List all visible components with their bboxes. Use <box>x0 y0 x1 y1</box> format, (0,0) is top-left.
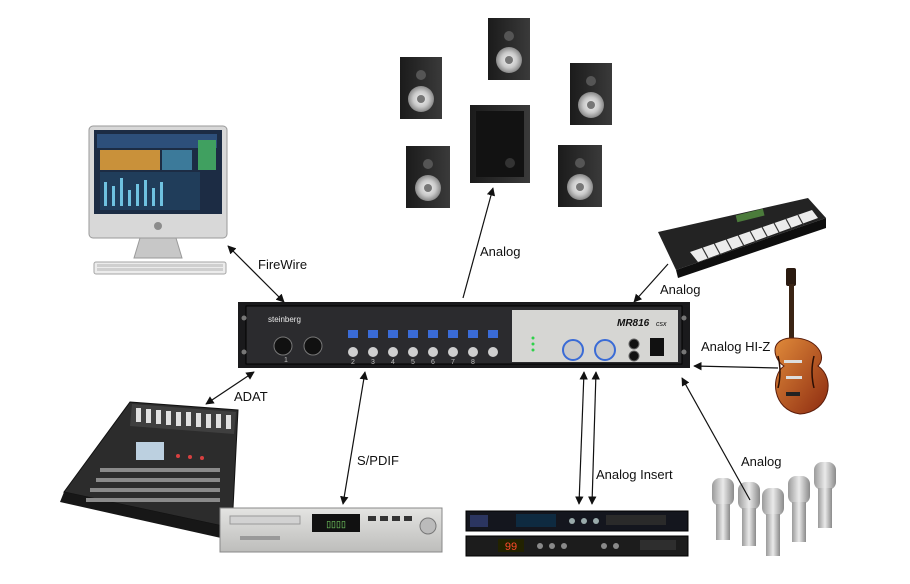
analog-insert-label: Analog Insert <box>596 467 673 482</box>
model-label: MR816 <box>617 318 650 329</box>
speaker-top-right <box>570 63 612 125</box>
mics-arrow <box>681 377 751 501</box>
firewire-arrow <box>227 245 285 303</box>
audio-interface-icon: steinberg 1 2 3 4 5 6 7 8 MR816 <box>238 302 690 368</box>
cd-display-text: ▯▯▯▯ <box>326 519 346 529</box>
analog-mics-label: Analog <box>741 454 782 469</box>
speaker-bottom-right <box>558 145 602 207</box>
cd-recorder-icon: ▯▯▯▯ <box>219 507 443 553</box>
speaker-bottom-left <box>406 146 450 208</box>
microphone <box>814 462 836 528</box>
computer-icon <box>88 125 228 275</box>
mixing-console-icon <box>60 401 239 540</box>
effects-units-icon: 99 <box>465 510 689 557</box>
speaker-top-center <box>488 18 530 80</box>
microphone <box>738 482 760 546</box>
channel-label: 2 <box>351 359 355 366</box>
guitar-arrow <box>693 361 779 371</box>
speaker-top-left <box>400 57 442 119</box>
microphone <box>788 476 810 542</box>
subwoofer <box>470 105 530 183</box>
microphones-icon <box>712 462 836 556</box>
keyboard-arrow <box>633 263 669 303</box>
brand-label: steinberg <box>268 315 301 324</box>
microphone <box>712 478 734 540</box>
channel-label: 7 <box>451 359 455 366</box>
spdif-arrow <box>340 371 368 505</box>
connection-arrows <box>205 187 779 505</box>
speakers-icon <box>400 18 612 208</box>
firewire-label: FireWire <box>258 257 308 272</box>
analog-hiz-label: Analog HI-Z <box>701 339 771 354</box>
keyboard-icon <box>658 198 826 278</box>
channel-label: 8 <box>471 359 475 366</box>
channel-label: 4 <box>391 359 395 366</box>
insert-arrow-a <box>575 371 588 505</box>
channel-strip <box>348 330 498 357</box>
speakers-arrow <box>462 187 496 299</box>
guitar-icon <box>774 268 829 415</box>
analog-keyboard-label: Analog <box>660 282 701 297</box>
spdif-label: S/PDIF <box>357 453 399 468</box>
model-suffix-label: csx <box>656 321 667 328</box>
adat-arrow <box>205 371 255 405</box>
microphone <box>762 488 784 556</box>
channel-label: 6 <box>431 359 435 366</box>
channel-label: 1 <box>284 357 288 364</box>
adat-label: ADAT <box>234 389 268 404</box>
effects-display-text: 99 <box>505 541 517 553</box>
channel-label: 3 <box>371 359 375 366</box>
channel-label: 5 <box>411 359 415 366</box>
insert-arrow-b <box>588 371 600 505</box>
analog-speakers-label: Analog <box>480 244 521 259</box>
